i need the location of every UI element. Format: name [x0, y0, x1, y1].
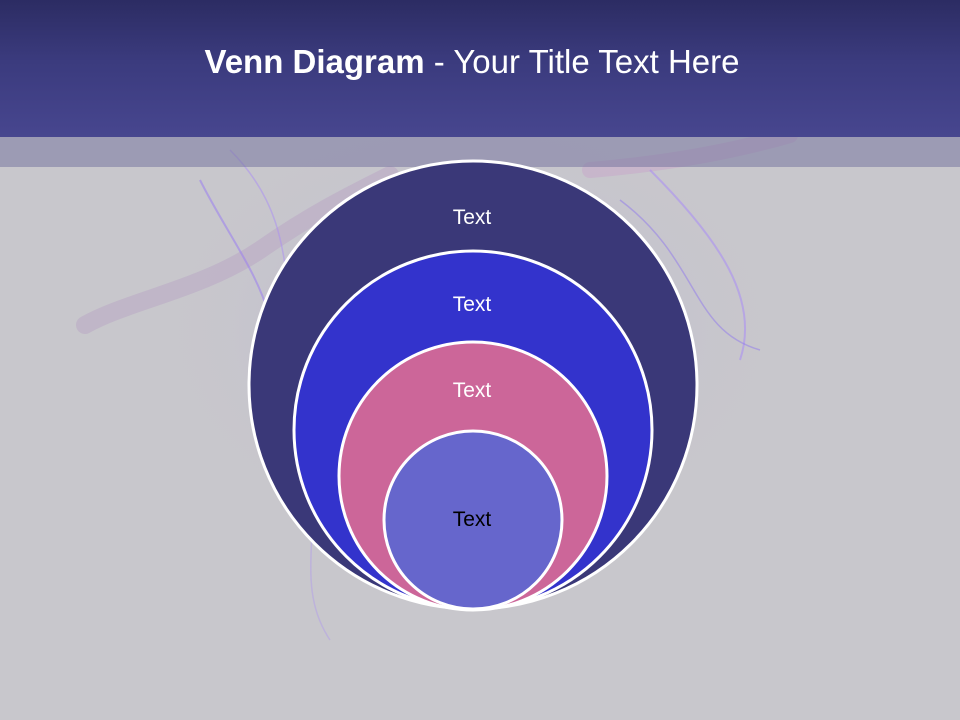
circle-inner-label: Text — [453, 508, 492, 531]
circle-outer-label: Text — [453, 206, 492, 229]
circle-inner-shape — [382, 429, 564, 611]
title-bar — [0, 0, 960, 137]
circle-inner[interactable]: Text — [382, 429, 564, 611]
circle-second-label: Text — [453, 293, 492, 316]
slide-title-bold: Venn Diagram — [204, 43, 425, 80]
slide-title-rest: - Your Title Text Here — [424, 43, 740, 80]
slide-title: Venn Diagram - Your Title Text Here — [0, 40, 944, 84]
circle-third-label: Text — [453, 379, 492, 402]
